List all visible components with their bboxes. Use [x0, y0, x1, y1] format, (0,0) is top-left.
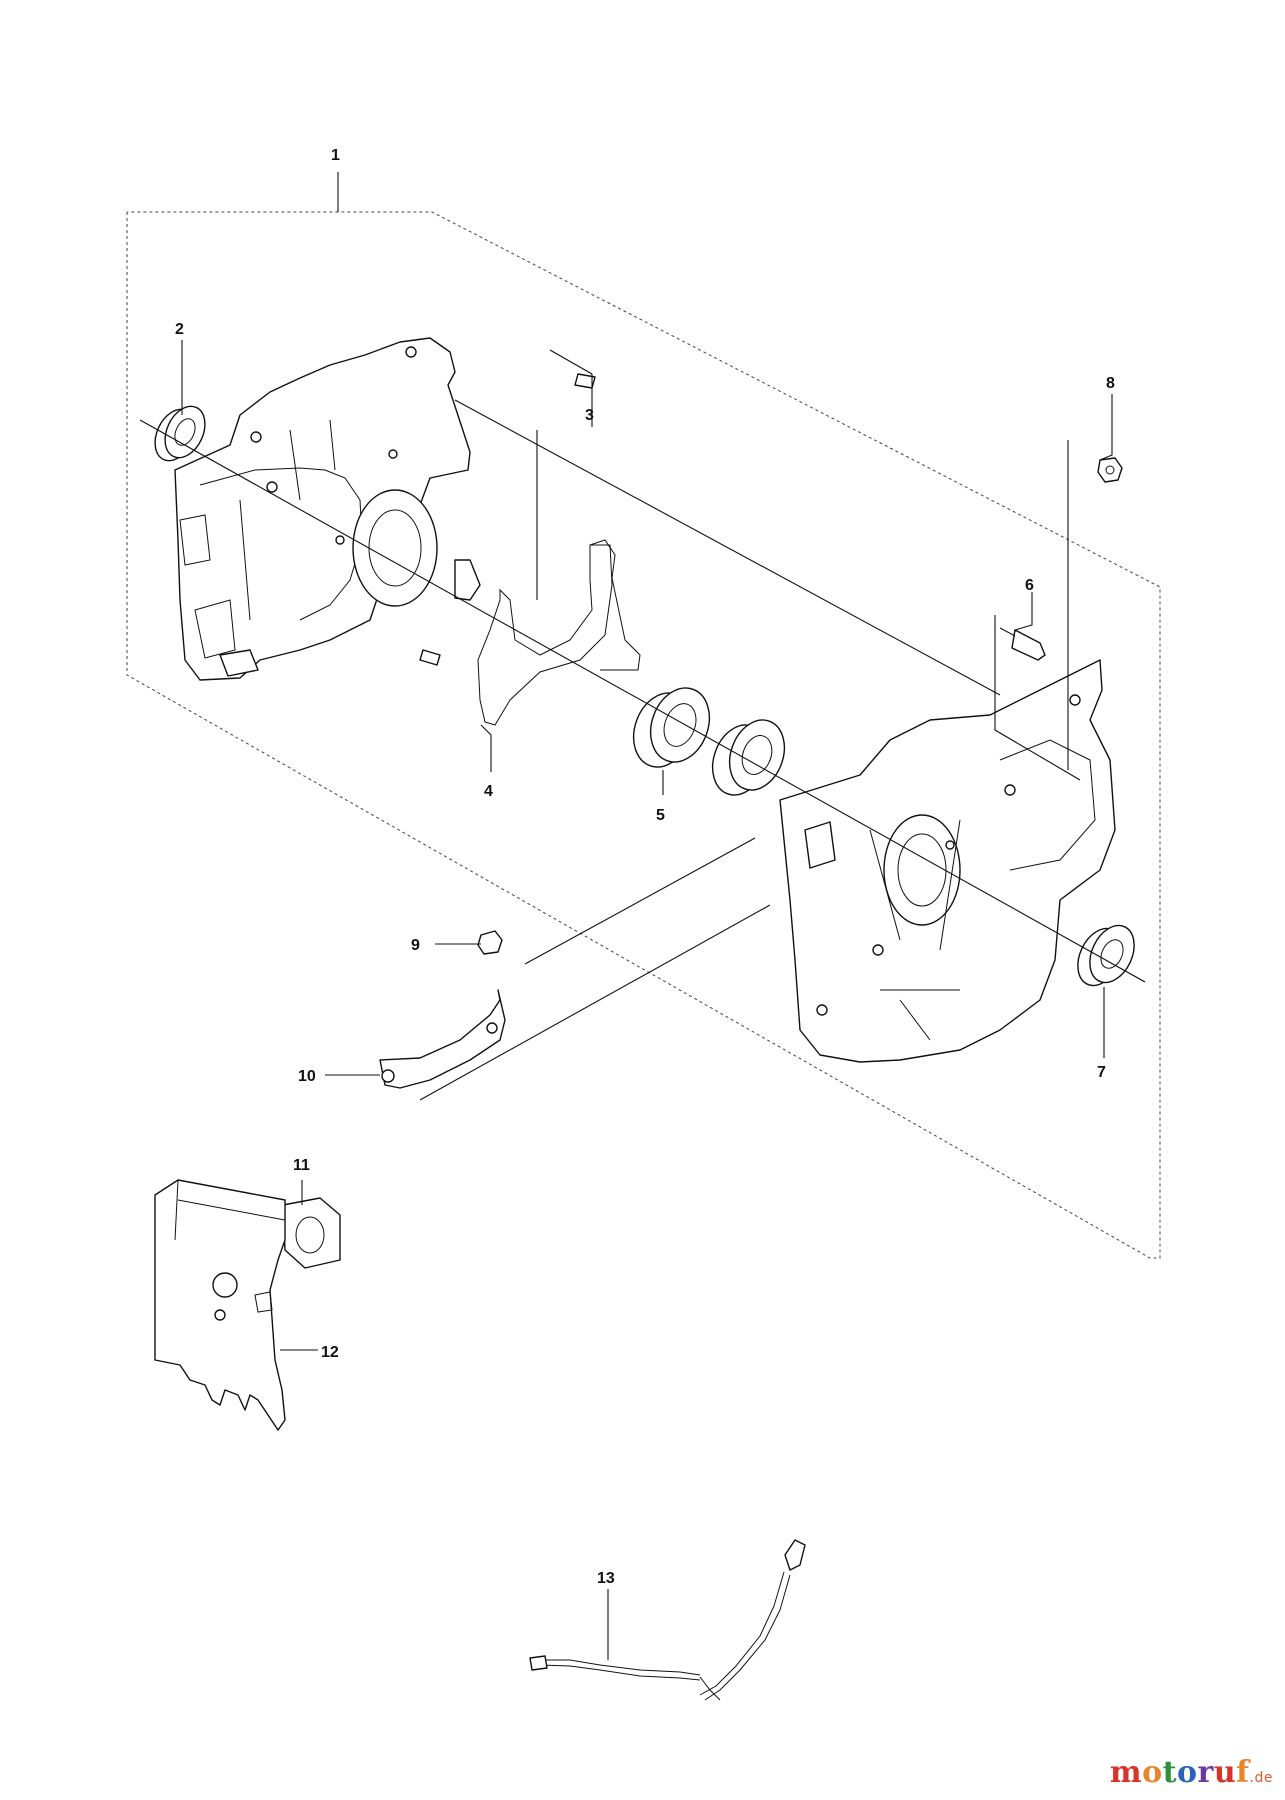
crankcase-gasket — [477, 539, 641, 726]
callout-7: 7 — [1097, 1064, 1106, 1081]
watermark-letter: r — [1197, 1755, 1214, 1790]
callout-4: 4 — [484, 783, 493, 800]
heat-shield-plate — [154, 1179, 286, 1431]
leader-lines — [139, 172, 1146, 1660]
nut — [1097, 457, 1123, 483]
bracket — [379, 989, 506, 1089]
watermark-letter: o — [1177, 1755, 1198, 1790]
insulator — [282, 1197, 341, 1269]
watermark-suffix: .de — [1249, 1770, 1273, 1786]
watermark-letter: o — [1142, 1755, 1163, 1790]
crankcase-left-half — [174, 337, 481, 681]
callout-5: 5 — [656, 807, 665, 824]
watermark-letters: motoruf — [1110, 1755, 1250, 1790]
watermark-logo: motoruf.de — [1110, 1755, 1273, 1790]
screw — [999, 627, 1046, 661]
watermark-letter: f — [1236, 1755, 1250, 1790]
callout-10: 10 — [298, 1068, 316, 1085]
callout-13: 13 — [597, 1570, 615, 1587]
callout-11: 11 — [293, 1157, 310, 1174]
crankcase-right-half — [779, 659, 1116, 1063]
wire-harness — [529, 1539, 806, 1701]
callout-3: 3 — [585, 407, 594, 424]
callout-6: 6 — [1025, 577, 1034, 594]
callout-12: 12 — [321, 1344, 339, 1361]
callout-8: 8 — [1106, 375, 1115, 392]
group-outline-item-1 — [126, 211, 1161, 1259]
watermark-letter: t — [1162, 1755, 1177, 1790]
bearings — [632, 687, 786, 796]
callout-2: 2 — [175, 321, 184, 338]
small-nut — [477, 930, 503, 955]
watermark-letter: u — [1213, 1755, 1237, 1790]
callout-9: 9 — [411, 937, 420, 954]
watermark-letter: m — [1109, 1755, 1143, 1790]
callout-labels: 1 2 3 4 5 6 7 8 9 10 11 12 13 — [175, 147, 1115, 1587]
callout-1: 1 — [331, 147, 340, 164]
